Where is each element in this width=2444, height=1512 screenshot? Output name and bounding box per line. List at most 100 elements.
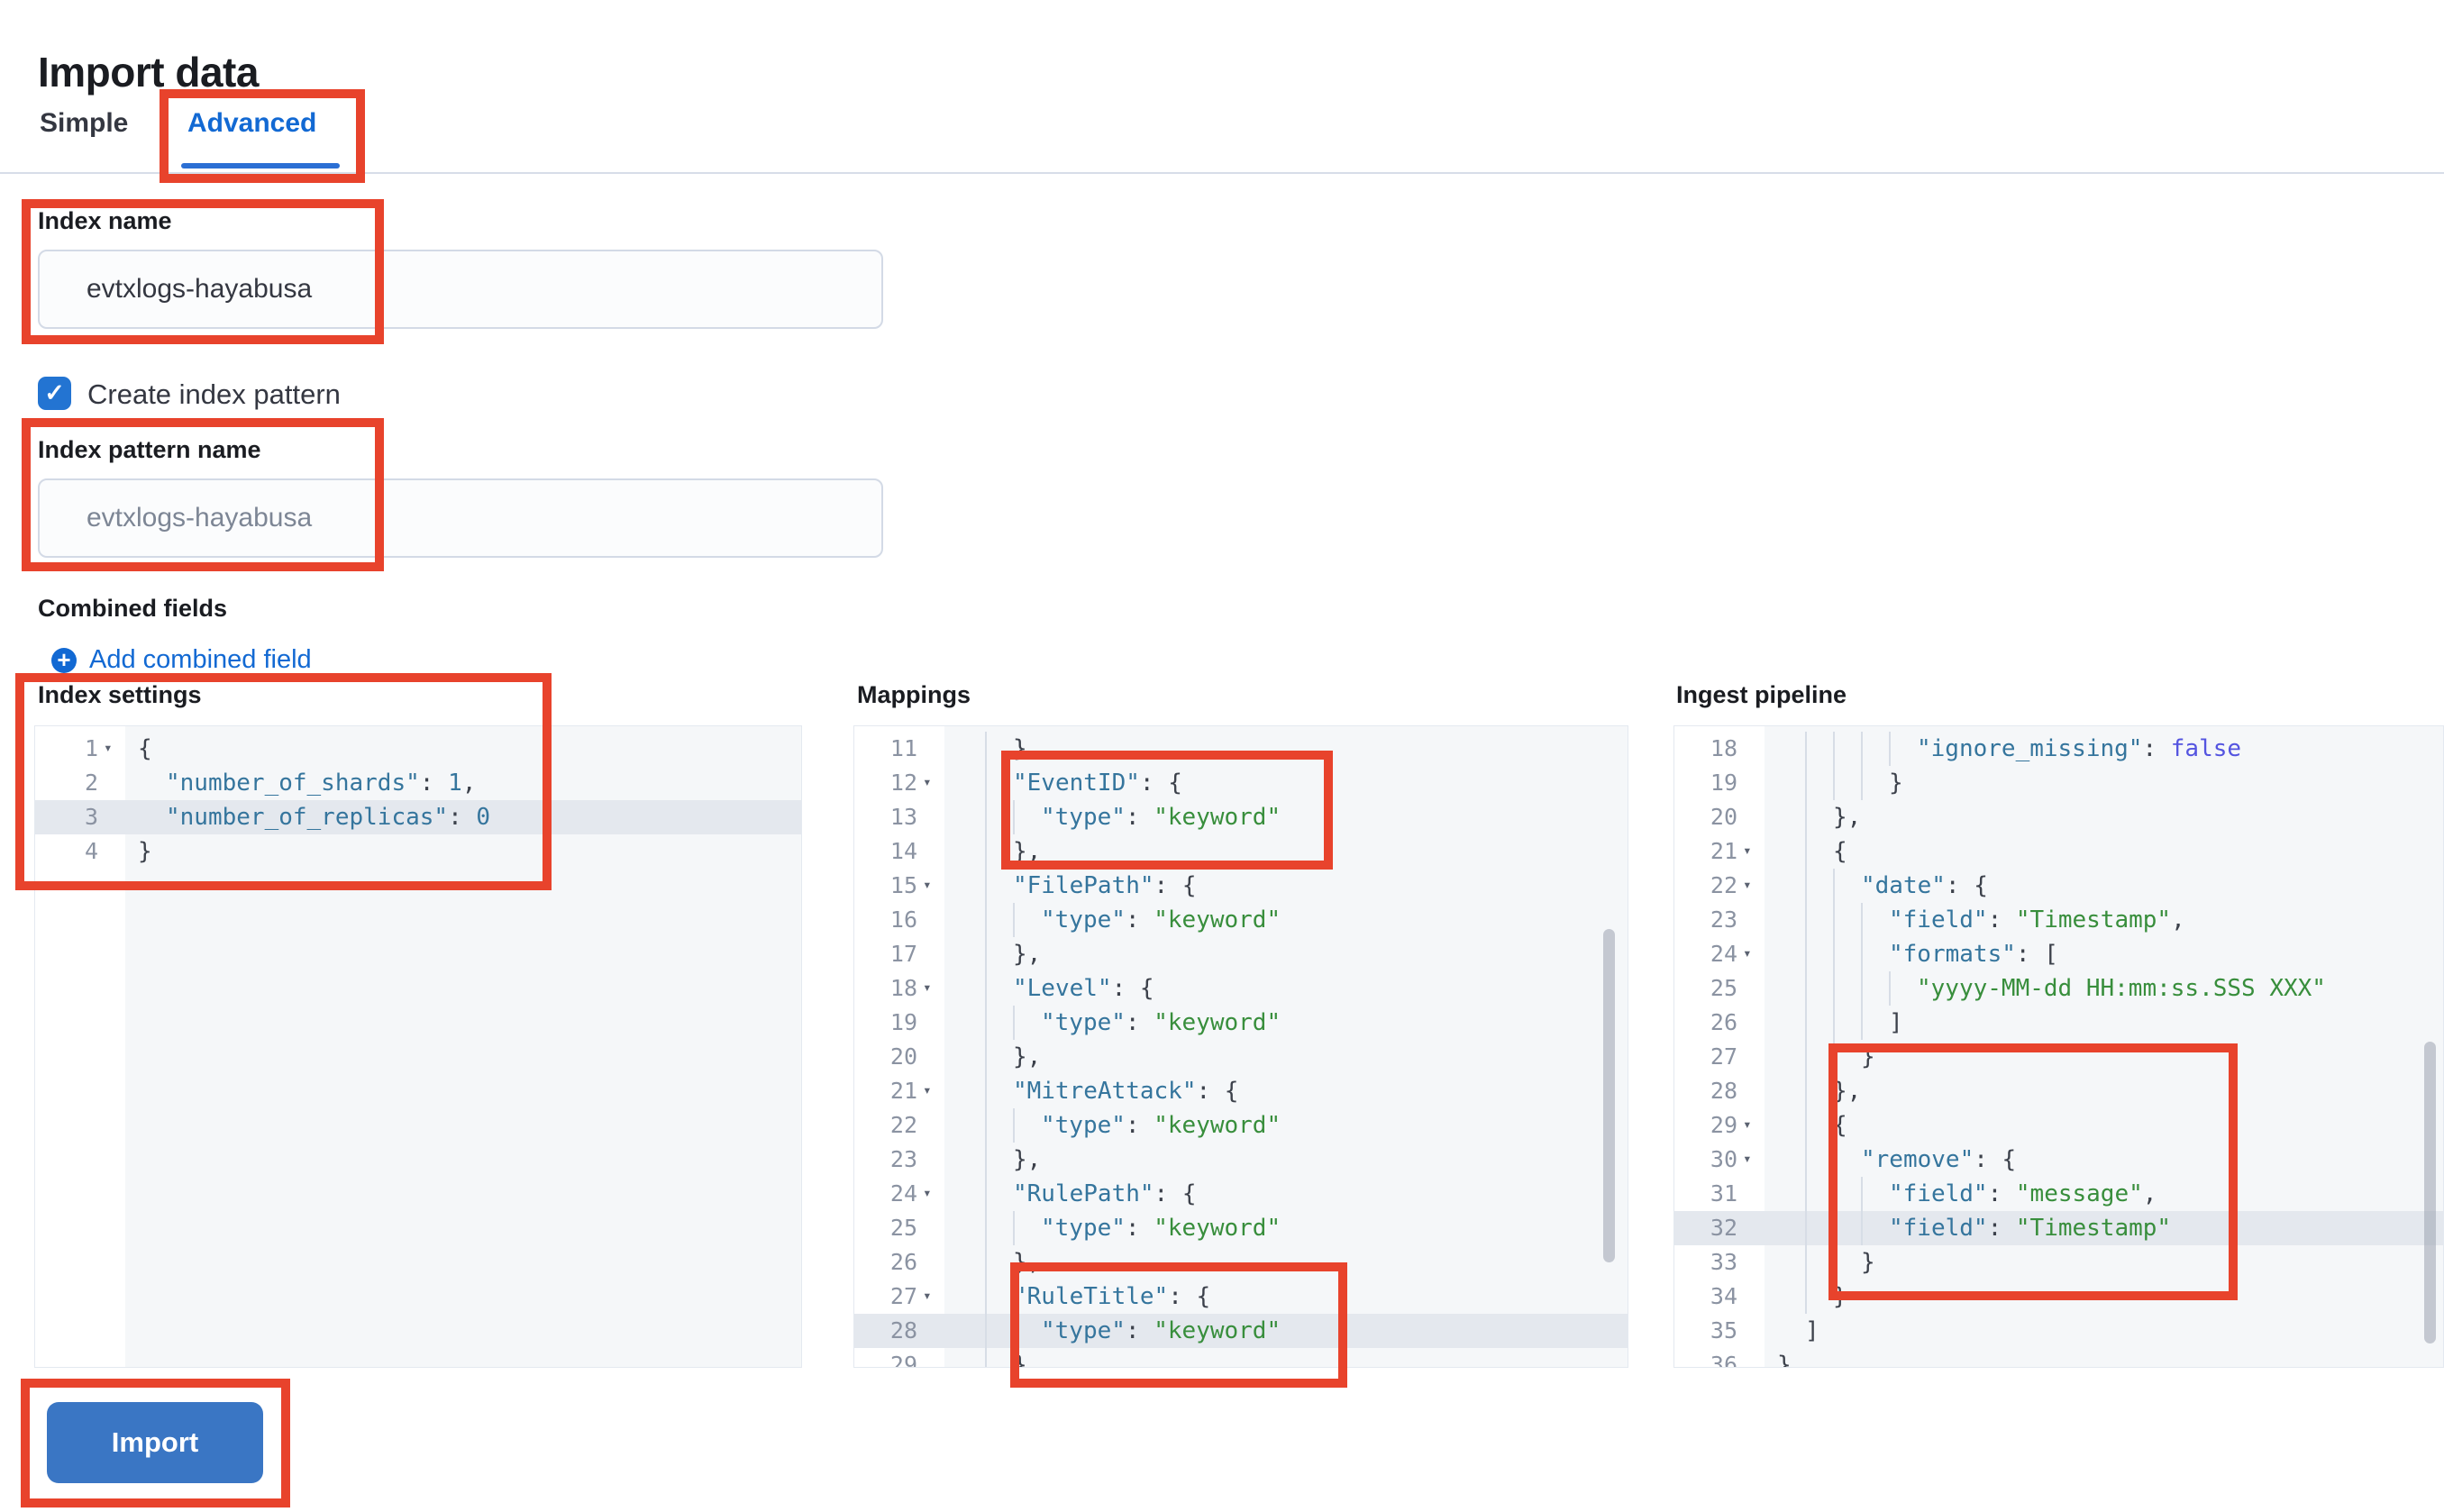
code-line[interactable]: 12▾"EventID": {: [854, 766, 1628, 800]
code-line[interactable]: 1▾{: [35, 732, 801, 766]
code-line[interactable]: 4}: [35, 834, 801, 869]
line-number: 13: [889, 804, 917, 830]
indent-guide: [1889, 732, 1891, 766]
code-line[interactable]: 2"number_of_shards": 1,: [35, 766, 801, 800]
code-line[interactable]: 29▾{: [1674, 1108, 2443, 1143]
line-number: 21: [1710, 838, 1737, 864]
code-line[interactable]: 24▾"formats": [: [1674, 937, 2443, 971]
indent-guide: [985, 800, 987, 834]
code-line[interactable]: 24▾"RulePath": {: [854, 1177, 1628, 1211]
scrollbar-thumb[interactable]: [2424, 1042, 2436, 1343]
index-pattern-name-input[interactable]: [38, 478, 883, 558]
code-line[interactable]: 33}: [1674, 1245, 2443, 1280]
code-line[interactable]: 27}: [1674, 1040, 2443, 1074]
code-line[interactable]: 17},: [854, 937, 1628, 971]
add-combined-field-button[interactable]: Add combined field: [89, 645, 312, 674]
editor-mappings[interactable]: 11},12▾"EventID": {13"type": "keyword"14…: [853, 725, 1628, 1368]
fold-arrow-icon[interactable]: ▾: [1743, 876, 1752, 893]
fold-arrow-icon[interactable]: ▾: [923, 1081, 932, 1098]
line-number: 16: [889, 906, 917, 933]
tab-advanced[interactable]: Advanced: [187, 108, 317, 138]
line-number: 2: [84, 770, 98, 796]
create-index-pattern-checkbox[interactable]: [38, 376, 71, 410]
indent-guide: [1861, 766, 1863, 800]
code-line[interactable]: 18"ignore_missing": false: [1674, 732, 2443, 766]
line-number: 24: [1710, 941, 1737, 967]
index-name-input[interactable]: [38, 250, 883, 329]
tab-simple[interactable]: Simple: [40, 108, 129, 138]
fold-arrow-icon[interactable]: ▾: [923, 1184, 932, 1201]
indent-guide: [1889, 971, 1891, 1006]
fold-arrow-icon[interactable]: ▾: [1743, 944, 1752, 961]
code-line[interactable]: 13"type": "keyword": [854, 800, 1628, 834]
fold-arrow-icon[interactable]: ▾: [923, 773, 932, 790]
line-number: 28: [1710, 1078, 1737, 1104]
line-number: 23: [889, 1146, 917, 1172]
create-index-pattern-label: Create index pattern: [87, 378, 341, 410]
indent-guide: [985, 1314, 987, 1348]
code-line[interactable]: 29},: [854, 1348, 1628, 1368]
import-button[interactable]: Import: [47, 1402, 263, 1483]
code-line[interactable]: 28"type": "keyword": [854, 1314, 1628, 1348]
page-title: Import data: [38, 48, 259, 96]
indent-guide: [1805, 1177, 1807, 1211]
code-line[interactable]: 32"field": "Timestamp": [1674, 1211, 2443, 1245]
indent-guide: [1805, 869, 1807, 903]
indent-guide: [1833, 937, 1835, 971]
code-line[interactable]: 23"field": "Timestamp",: [1674, 903, 2443, 937]
code-line[interactable]: 35]: [1674, 1314, 2443, 1348]
code-line[interactable]: 25"yyyy-MM-dd HH:mm:ss.SSS XXX": [1674, 971, 2443, 1006]
scrollbar-thumb[interactable]: [1603, 929, 1615, 1262]
indent-guide: [1833, 732, 1835, 766]
code-line[interactable]: 20},: [1674, 800, 2443, 834]
code-line[interactable]: 27▾"RuleTitle": {: [854, 1280, 1628, 1314]
fold-arrow-icon[interactable]: ▾: [1743, 842, 1752, 859]
tab-advanced-underline: [181, 163, 340, 169]
indent-guide: [985, 1280, 987, 1314]
code-line[interactable]: 34}: [1674, 1280, 2443, 1314]
fold-arrow-icon[interactable]: ▾: [1743, 1150, 1752, 1167]
code-line[interactable]: 28},: [1674, 1074, 2443, 1108]
line-number: 12: [889, 770, 917, 796]
indent-guide: [985, 834, 987, 869]
fold-arrow-icon[interactable]: ▾: [923, 1287, 932, 1304]
code-line[interactable]: 21▾{: [1674, 834, 2443, 869]
code-line[interactable]: 23},: [854, 1143, 1628, 1177]
code-line[interactable]: 19"type": "keyword": [854, 1006, 1628, 1040]
code-line[interactable]: 36}: [1674, 1348, 2443, 1367]
indent-guide: [1013, 1108, 1015, 1143]
code-line[interactable]: 21▾"MitreAttack": {: [854, 1074, 1628, 1108]
editor-index-settings[interactable]: 1▾{2"number_of_shards": 1,3"number_of_re…: [34, 725, 802, 1368]
indent-guide: [1833, 971, 1835, 1006]
fold-arrow-icon[interactable]: ▾: [923, 876, 932, 893]
indent-guide: [1805, 1245, 1807, 1280]
code-line[interactable]: 26},: [854, 1245, 1628, 1280]
code-line[interactable]: 15▾"FilePath": {: [854, 869, 1628, 903]
code-line[interactable]: 20},: [854, 1040, 1628, 1074]
line-number: 35: [1710, 1317, 1737, 1343]
code-line[interactable]: 18▾"Level": {: [854, 971, 1628, 1006]
code-line[interactable]: 11},: [854, 732, 1628, 766]
code-line[interactable]: 31"field": "message",: [1674, 1177, 2443, 1211]
code-line[interactable]: 14},: [854, 834, 1628, 869]
line-number: 29: [889, 1352, 917, 1368]
editor-gutter: [854, 726, 944, 1367]
plus-icon[interactable]: [51, 646, 77, 673]
code-line[interactable]: 22▾"date": {: [1674, 869, 2443, 903]
indent-guide: [985, 1211, 987, 1245]
code-line[interactable]: 16"type": "keyword": [854, 903, 1628, 937]
fold-arrow-icon[interactable]: ▾: [923, 979, 932, 996]
indent-guide: [1861, 971, 1863, 1006]
code-line[interactable]: 19}: [1674, 766, 2443, 800]
code-line[interactable]: 25"type": "keyword": [854, 1211, 1628, 1245]
code-line[interactable]: 22"type": "keyword": [854, 1108, 1628, 1143]
fold-arrow-icon[interactable]: ▾: [1743, 1116, 1752, 1133]
code-line[interactable]: 30▾"remove": {: [1674, 1143, 2443, 1177]
line-number: 18: [1710, 735, 1737, 761]
fold-arrow-icon[interactable]: ▾: [104, 739, 113, 756]
code-line[interactable]: 3"number_of_replicas": 0: [35, 800, 801, 834]
ingest-pipeline-label: Ingest pipeline: [1676, 681, 1847, 708]
code-line[interactable]: 26]: [1674, 1006, 2443, 1040]
